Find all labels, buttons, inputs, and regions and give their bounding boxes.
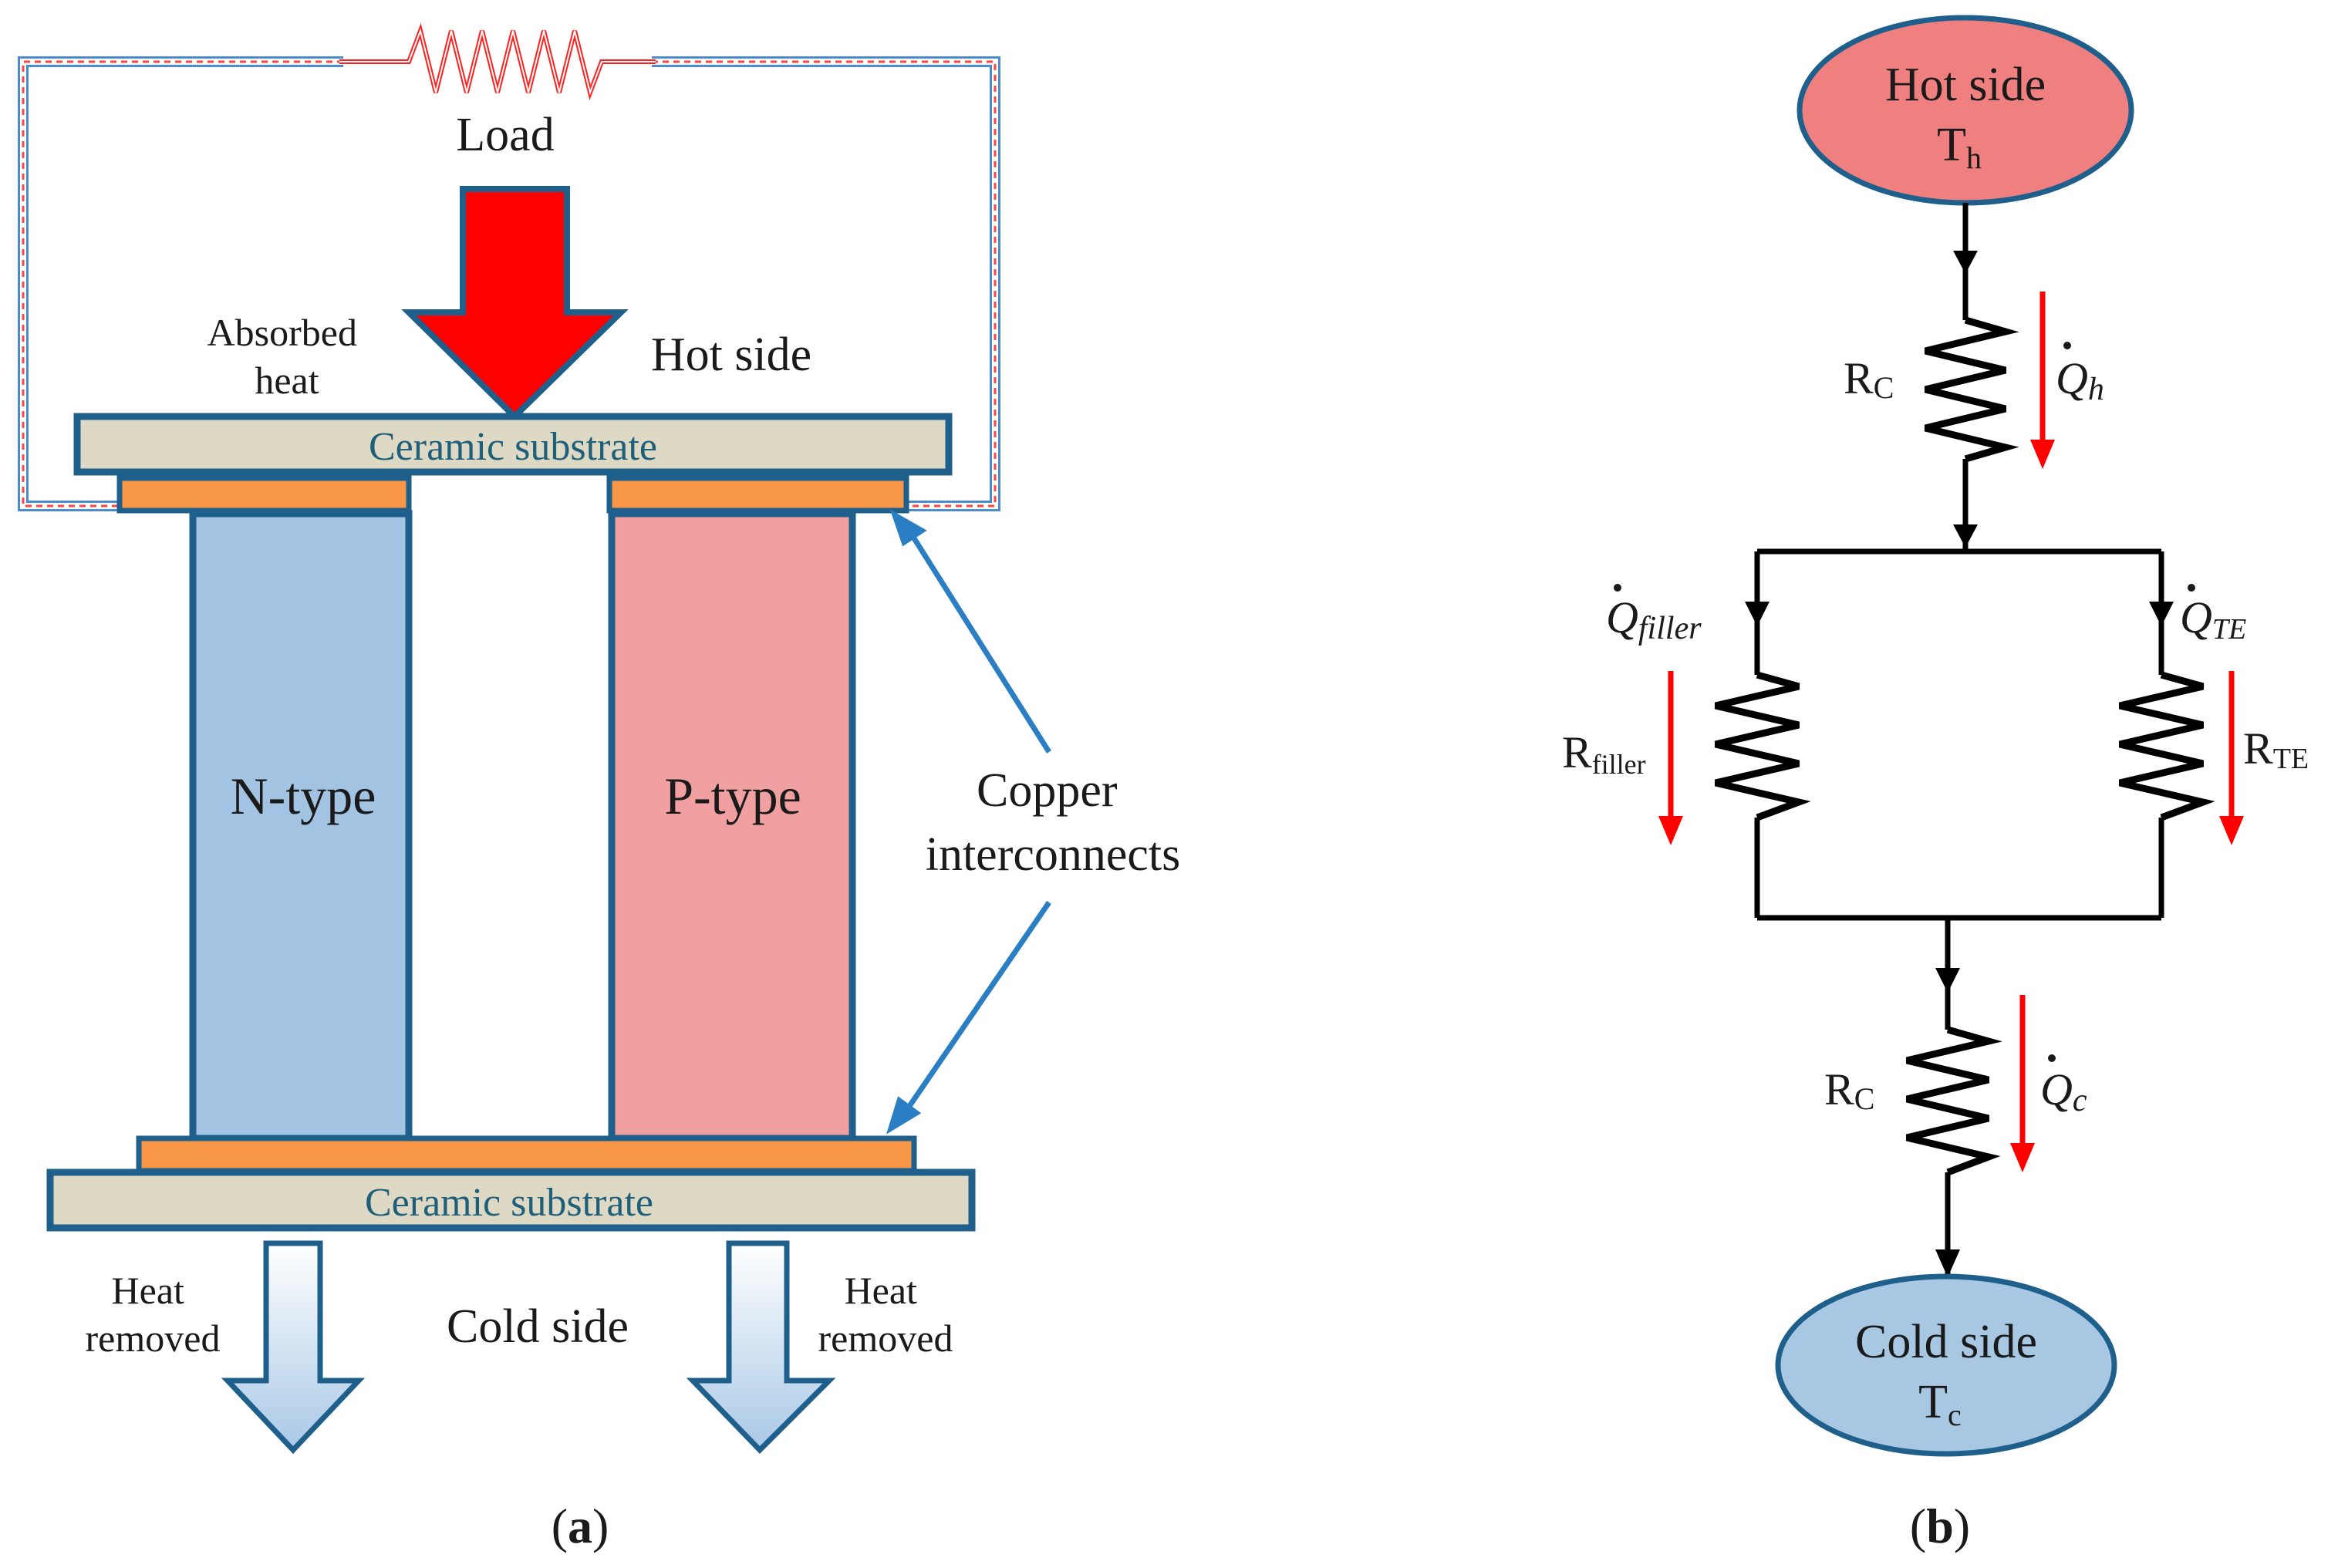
absorbed-heat-arrow-icon	[401, 186, 629, 421]
q-c-arrow-icon	[2010, 995, 2035, 1172]
bottom-substrate-label: Ceramic substrate	[365, 1181, 653, 1225]
p-type-leg	[608, 510, 856, 1142]
caption-a: (a)	[552, 1499, 609, 1553]
caption-b: (b)	[1910, 1499, 1970, 1553]
q-h-dot	[2063, 342, 2071, 349]
top-substrate-label: Ceramic substrate	[369, 425, 657, 469]
absorbed-heat-label: Absorbed heat	[207, 311, 367, 402]
rc-bottom-resistor-icon	[1905, 1026, 2002, 1176]
hot-side-label: Hot side	[651, 329, 811, 381]
heat-removed-left-label: Heat removed	[86, 1269, 221, 1360]
q-filler-dot	[1614, 584, 1621, 592]
n-type-leg	[189, 510, 413, 1142]
bottom-copper	[136, 1135, 917, 1174]
q-te-label: QTE	[2180, 592, 2246, 646]
rc-top-resistor-icon	[1924, 316, 2019, 463]
heat-removed-right-label: Heat removed	[818, 1269, 953, 1360]
n-type-label: N-type	[231, 767, 376, 825]
bottom-ceramic-substrate	[46, 1168, 976, 1232]
hot-node-temp: Th	[1937, 119, 1982, 175]
flow-arrow-6-icon	[1935, 1249, 1960, 1277]
top-ceramic-substrate	[73, 413, 953, 476]
r-te-label: RTE	[2243, 723, 2309, 775]
q-te-arrow-icon	[2219, 671, 2244, 845]
q-h-label: Qh	[2056, 353, 2104, 407]
heat-removed-left-arrow-icon	[221, 1240, 366, 1455]
callout-arrows-icon	[886, 509, 1051, 1135]
rc-bottom-label: RC	[1824, 1064, 1874, 1116]
copper-interconnects-label: Copper interconnects	[926, 764, 1181, 881]
p-type-label: P-type	[664, 767, 801, 825]
top-copper-right	[606, 475, 909, 514]
flow-arrow-3-icon	[1745, 602, 1770, 626]
q-filler-arrow-icon	[1658, 671, 1683, 845]
flow-arrow-4-icon	[2149, 602, 2174, 626]
panel-b: Hot side Th RC Qh Rfiller	[1562, 15, 2309, 1553]
flow-arrow-1-icon	[1953, 251, 1978, 274]
load-resistor-icon	[339, 22, 656, 101]
circuit-wire	[18, 56, 1000, 511]
rc-top-label: RC	[1844, 353, 1894, 405]
parallel-network	[1754, 548, 2164, 921]
panel-a: Load Absorbed heat Hot side Ceramic subs…	[18, 22, 1181, 1553]
q-h-arrow-icon	[2030, 292, 2055, 469]
q-filler-label: Qfiller	[1606, 592, 1702, 646]
q-te-dot	[2188, 584, 2195, 592]
flow-arrow-5-icon	[1935, 968, 1960, 993]
r-filler-label: Rfiller	[1562, 727, 1646, 780]
r-filler-resistor-icon	[1714, 671, 1811, 821]
hot-node-title: Hot side	[1885, 59, 2046, 111]
top-copper-left	[116, 475, 412, 514]
q-c-label: Qc	[2040, 1064, 2087, 1118]
flow-arrow-2-icon	[1953, 524, 1978, 548]
cold-node-temp: Tc	[1918, 1376, 1962, 1432]
q-c-dot	[2048, 1054, 2056, 1062]
r-te-resistor-icon	[2118, 671, 2215, 821]
heat-removed-right-arrow-icon	[686, 1240, 836, 1454]
load-label: Load	[456, 109, 554, 161]
cold-node-title: Cold side	[1855, 1316, 2037, 1368]
cold-side-node	[1775, 1273, 2117, 1457]
cold-side-label: Cold side	[447, 1300, 629, 1353]
